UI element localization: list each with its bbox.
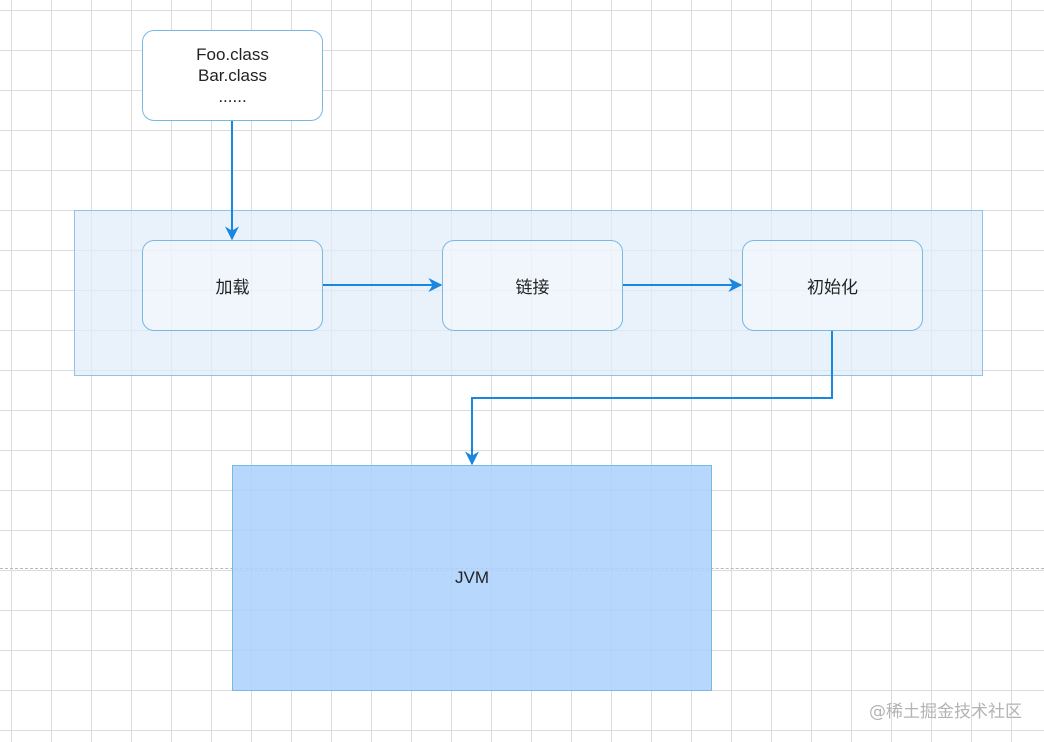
class-file-foo: Foo.class — [196, 45, 269, 64]
class-files-node[interactable]: Foo.class Bar.class ...... — [142, 30, 323, 121]
init-stage-node[interactable]: 初始化 — [742, 240, 923, 331]
init-stage-label: 初始化 — [807, 278, 858, 297]
load-stage-label: 加载 — [215, 278, 250, 297]
jvm-node[interactable]: JVM — [232, 465, 712, 691]
class-file-bar: Bar.class — [198, 66, 267, 85]
link-stage-label: 链接 — [515, 278, 550, 297]
link-stage-node[interactable]: 链接 — [442, 240, 623, 331]
load-stage-node[interactable]: 加载 — [142, 240, 323, 331]
class-file-ellipsis: ...... — [218, 87, 247, 106]
jvm-label: JVM — [455, 568, 489, 587]
watermark-text: @稀土掘金技术社区 — [869, 702, 1022, 722]
